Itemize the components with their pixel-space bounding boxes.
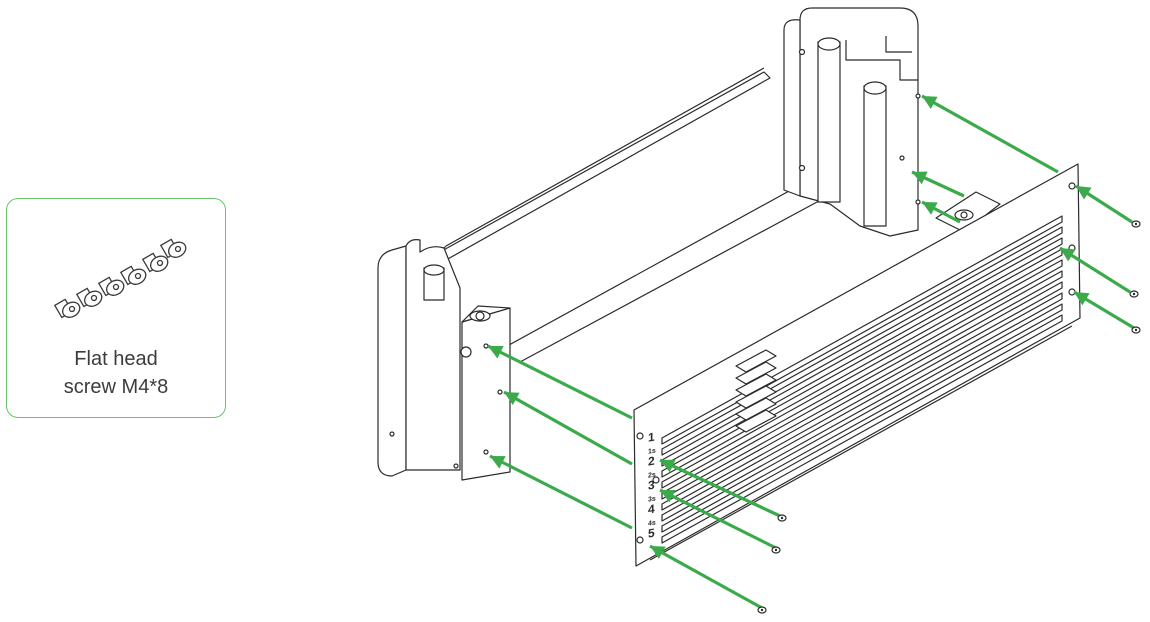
part-label: Flat head screw M4*8	[7, 345, 225, 401]
assembly-arrow	[911, 170, 965, 198]
assembly-arrow	[659, 488, 777, 550]
assembly-arrow	[487, 344, 633, 420]
slot-label: 2s	[648, 471, 656, 479]
screw-icon	[1131, 326, 1141, 334]
panel-slot	[661, 303, 1063, 533]
slot-label: 5	[648, 526, 655, 541]
assembly-arrow	[921, 200, 961, 224]
panel-slots	[661, 215, 1063, 544]
slot-label: 4s	[648, 519, 656, 527]
slot-label: 3	[648, 478, 655, 493]
screw-icon	[1131, 220, 1141, 228]
panel-slot	[661, 270, 1063, 500]
parts-card: Flat head screw M4*8	[6, 198, 226, 418]
loose-screws	[757, 220, 1141, 614]
assembly-arrow	[659, 458, 781, 518]
panel-slot	[661, 292, 1063, 522]
panel-tab	[735, 349, 777, 373]
slot-label: 2	[648, 454, 655, 469]
assembly-arrow	[649, 544, 763, 610]
screw-icon	[53, 238, 187, 319]
panel-slot	[661, 281, 1063, 511]
screws-illustration	[53, 238, 187, 319]
panel-tab	[735, 373, 777, 397]
panel-slot	[661, 314, 1063, 544]
panel-tab	[735, 397, 777, 421]
part-name-line1: Flat head	[74, 348, 158, 370]
panel-tab	[735, 409, 777, 433]
assembly-arrow	[489, 454, 633, 530]
screw-icon	[757, 606, 767, 614]
part-name-line2: screw M4*8	[63, 376, 169, 398]
panel-tab	[735, 361, 777, 385]
panel-slot	[661, 259, 1063, 489]
assembly-arrow	[1075, 184, 1133, 224]
left-pillar	[377, 239, 511, 481]
assembly-arrow	[503, 390, 633, 466]
slot-label: 1	[648, 430, 655, 445]
slot-label: 3s	[648, 495, 656, 503]
screw-icon	[777, 514, 787, 522]
assembly-arrow	[921, 94, 1059, 174]
screw-icon	[771, 546, 781, 554]
slot-label: 1s	[648, 447, 656, 455]
right-pillar	[783, 7, 1001, 237]
assembly-arrows	[487, 94, 1135, 610]
screw-icon	[1129, 290, 1139, 298]
panel-tab	[735, 385, 777, 409]
slot-label: 4	[648, 502, 655, 517]
assembly-arrow	[1073, 290, 1135, 330]
assembly-arrow	[1059, 246, 1131, 294]
